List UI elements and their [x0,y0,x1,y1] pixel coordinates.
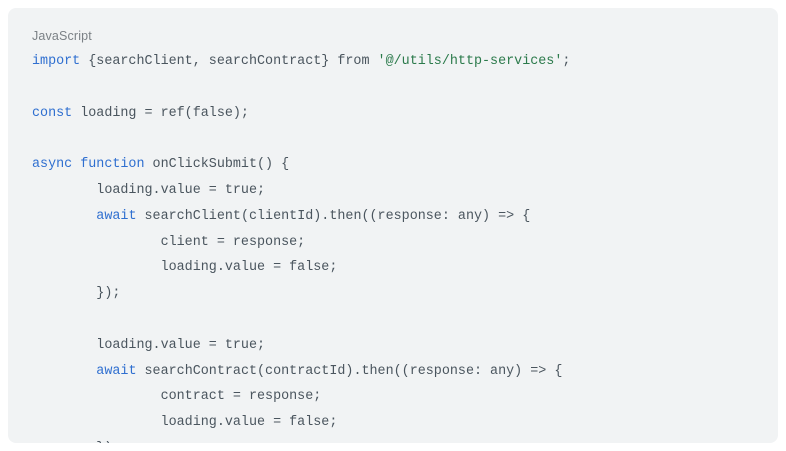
code-line: contract = response; [32,384,754,410]
code-token-plain: loading.value = true; [32,337,266,353]
code-token-plain: }); [32,286,121,302]
code-token-plain: searchClient(clientId).then((response: a… [136,208,531,224]
code-line: client = response; [32,230,754,256]
code-token-keyword: import [32,54,81,69]
code-token-keyword: const [32,105,73,121]
code-token-plain: contract = response; [32,389,322,405]
code-line: ​ [32,307,754,333]
code-token-string: '@/utils/http-services' [377,54,563,69]
code-line: async function onClickSubmit() { [32,152,754,178]
code-line: ​ [32,75,754,101]
code-token-keyword: await [96,363,137,379]
code-content[interactable]: import {searchClient, searchContract} fr… [32,49,754,443]
code-token-plain [32,209,96,224]
code-token-plain: }); [32,441,120,443]
code-line: await searchContract(contractId).then((r… [32,359,754,385]
code-line: loading.value = false; [32,255,754,281]
code-token-plain: onClickSubmit() { [144,157,290,173]
code-token-plain: client = response; [32,234,306,250]
code-token-keyword: async function [32,157,145,173]
code-token-plain: searchContract(contractId).then((respons… [136,363,563,379]
code-token-plain: loading.value = false; [32,415,338,431]
code-token-plain: loading = ref(false); [72,105,249,121]
code-block-panel: JavaScript import {searchClient, searchC… [8,8,778,443]
code-language-label: JavaScript [32,29,92,43]
code-line: }); [32,281,754,307]
code-token-plain: {searchClient, searchContract} from [80,54,378,69]
code-line: const loading = ref(false); [32,101,754,127]
code-line: import {searchClient, searchContract} fr… [32,49,754,75]
code-line: loading.value = false; [32,410,754,436]
code-token-plain: loading.value = true; [32,182,266,198]
code-token-plain [32,364,96,379]
code-line: loading.value = true; [32,178,754,204]
code-line: ​ [32,126,754,152]
code-token-plain: loading.value = false; [32,260,338,276]
code-line: loading.value = true; [32,333,754,359]
code-line: }); [32,436,754,443]
code-token-keyword: await [96,208,137,224]
code-line: await searchClient(clientId).then((respo… [32,204,754,230]
code-token-plain: ; [562,54,571,69]
